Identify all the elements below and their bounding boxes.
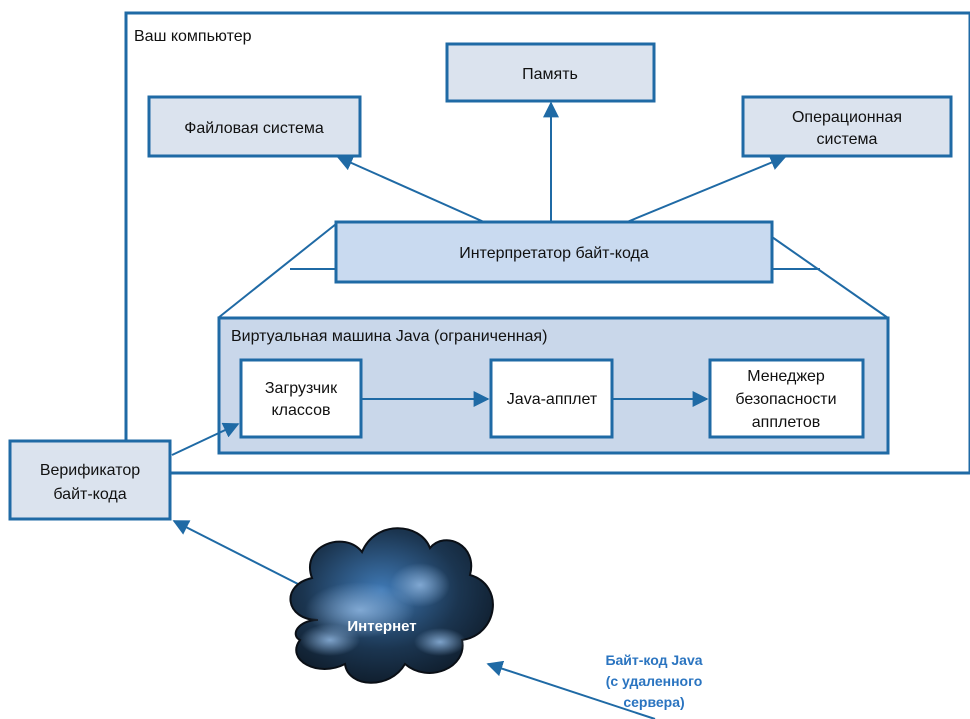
classloader-label-line2: классов — [272, 402, 331, 419]
source-label-line3: сервера) — [623, 694, 684, 710]
verifier-label-line2: байт-кода — [53, 486, 126, 503]
arrow-source-internet — [486, 660, 656, 719]
os-label-line2: система — [817, 131, 878, 148]
internet-cloud-icon — [289, 527, 494, 684]
filesystem-box — [147, 95, 362, 158]
connector-left-diagonal — [217, 223, 337, 319]
source-label-line1: Байт-код Java — [605, 652, 702, 668]
verifier-label-line1: Верификатор — [40, 462, 140, 479]
connector-right-diagonal — [771, 236, 889, 319]
applet-label: Java-апплет — [507, 391, 598, 408]
classloader-box — [239, 358, 363, 439]
verifier-box — [8, 439, 172, 521]
interpreter-label: Интерпретатор байт-кода — [459, 245, 649, 262]
secmanager-label-line2: безопасности — [735, 391, 836, 408]
secmanager-label-line3: апплетов — [752, 414, 820, 431]
filesystem-label: Файловая система — [184, 120, 324, 137]
memory-label: Память — [522, 66, 578, 83]
arrow-interpreter-os — [626, 155, 787, 223]
computer-label: Ваш компьютер — [134, 28, 252, 45]
secmanager-label-line1: Менеджер — [747, 368, 825, 385]
os-label-line1: Операционная — [792, 109, 902, 126]
secmanager-box — [708, 358, 865, 439]
source-label-line2: (с удаленного — [606, 673, 703, 689]
arrow-internet-verifier — [172, 520, 301, 586]
os-box — [741, 95, 953, 158]
classloader-label-line1: Загрузчик — [265, 380, 338, 397]
interpreter-box — [334, 220, 774, 284]
applet-box — [489, 358, 614, 439]
arrow-interpreter-filesystem — [336, 155, 485, 223]
memory-box — [445, 42, 656, 103]
arrow-verifier-classloader — [171, 422, 240, 456]
jvm-label: Виртуальная машина Java (ограниченная) — [231, 328, 547, 345]
internet-label: Интернет — [347, 618, 416, 635]
